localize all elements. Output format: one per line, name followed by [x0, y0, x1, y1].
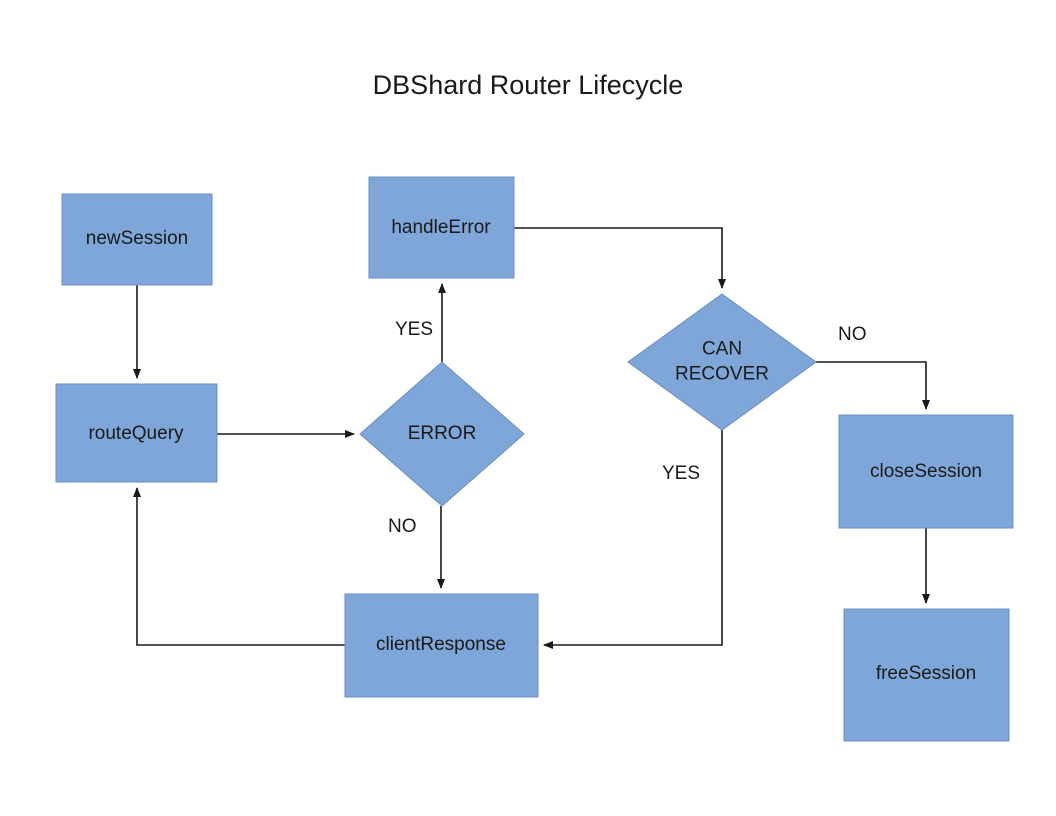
- node-label-freeSession: freeSession: [876, 663, 976, 684]
- node-label-handleError: handleError: [391, 217, 491, 238]
- edge-canRecover-no-to-closeSession: [816, 361, 930, 410]
- node-routeQuery[interactable]: routeQuery: [55, 383, 218, 483]
- edge-handleError-to-canRecover: [514, 227, 726, 289]
- node-shape-rect: [61, 193, 213, 286]
- edges-layer: [133, 227, 930, 649]
- edge-label-canrecover-no: NO: [838, 324, 867, 345]
- edge-label-canrecover-yes: YES: [662, 463, 700, 484]
- edge-canRecover-yes-to-clientResponse: [543, 430, 723, 649]
- node-shape-rect: [344, 593, 539, 698]
- node-label-closeSession: closeSession: [870, 461, 982, 482]
- node-shape-rect: [843, 608, 1010, 742]
- node-shape-rect: [55, 383, 218, 483]
- node-clientResponse[interactable]: clientResponse: [344, 593, 539, 698]
- node-label-clientResponse: clientResponse: [376, 634, 506, 655]
- node-freeSession[interactable]: freeSession: [843, 608, 1010, 742]
- node-label-error: ERROR: [408, 423, 477, 444]
- node-shape-diamond: [627, 293, 817, 431]
- node-shape-diamond: [359, 361, 525, 507]
- edge-clientResponse-to-routeQuery: [133, 487, 345, 646]
- node-shape-rect: [368, 176, 515, 279]
- edge-labels-layer: YES NO NO YES: [388, 319, 867, 537]
- node-handleError[interactable]: handleError: [368, 176, 515, 279]
- node-label-newSession: newSession: [86, 228, 188, 249]
- page-title: DBShard Router Lifecycle: [373, 70, 684, 100]
- node-newSession[interactable]: newSession: [61, 193, 213, 286]
- node-error[interactable]: ERROR: [359, 361, 525, 507]
- edge-label-error-no: NO: [388, 516, 417, 537]
- node-closeSession[interactable]: closeSession: [838, 414, 1014, 529]
- node-label-routeQuery: routeQuery: [88, 423, 184, 444]
- node-shape-rect: [838, 414, 1014, 529]
- edge-label-error-yes: YES: [395, 319, 433, 340]
